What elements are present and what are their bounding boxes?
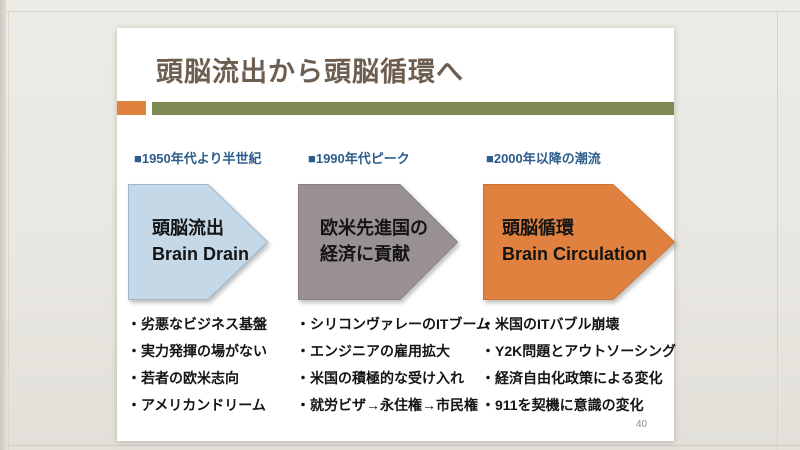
divider-orange-block bbox=[117, 101, 146, 115]
presentation-slide: 頭脳流出から頭脳循環へ ■1950年代より半世紀 ■1990年代ピーク ■200… bbox=[117, 28, 676, 441]
right-arrow-icon bbox=[298, 184, 459, 300]
frame-top-line bbox=[0, 11, 800, 12]
arrow-label-line: 経済に貢献 bbox=[320, 244, 410, 264]
divider-olive-bar bbox=[152, 102, 674, 115]
bullet-item: ・実力発揮の場がない bbox=[127, 343, 267, 359]
right-arrow-icon bbox=[128, 184, 269, 300]
arrow-label-line: 頭脳流出 bbox=[152, 218, 224, 239]
bullet-item: ・就労ビザ→永住権→市民権 bbox=[296, 397, 478, 413]
bullet-item: ・米国の積極的な受け入れ bbox=[296, 370, 464, 386]
arrow-shape-contribution: 欧米先進国の 経済に貢献 bbox=[298, 184, 459, 300]
frame-left-shadow bbox=[0, 0, 6, 450]
slide-title: 頭脳流出から頭脳循環へ bbox=[156, 57, 464, 87]
arrow-label-contribution: 欧米先進国の 経済に貢献 bbox=[320, 184, 428, 300]
bullet-item: ・アメリカンドリーム bbox=[127, 397, 266, 413]
arrow-label-line: Brain Drain bbox=[152, 244, 250, 264]
bullet-item: ・米国のITバブル崩壊 bbox=[481, 316, 620, 332]
bullet-item: ・エンジニアの雇用拡大 bbox=[296, 343, 450, 359]
arrow-label-line: 頭脳循環 bbox=[502, 218, 574, 239]
frame-left-line bbox=[8, 11, 9, 450]
bullet-item: ・Y2K問題とアウトソーシング bbox=[481, 343, 676, 359]
bullet-item: ・911を契機に意識の変化 bbox=[481, 397, 644, 413]
frame-right-line bbox=[777, 11, 778, 450]
column-header-2000s: ■2000年以降の潮流 bbox=[486, 151, 601, 166]
bullet-item: ・経済自由化政策による変化 bbox=[481, 370, 663, 386]
bullet-list-brain-drain: ・劣悪なビジネス基盤 ・実力発揮の場がない ・若者の欧米志向 ・アメリカンドリー… bbox=[127, 311, 267, 419]
bullet-item: ・シリコンヴァレーのITブーム bbox=[296, 316, 491, 332]
arrow-shape-brain-circulation: 頭脳循環 Brain Circulation bbox=[483, 184, 676, 300]
bullet-list-brain-circulation: ・米国のITバブル崩壊 ・Y2K問題とアウトソーシング ・経済自由化政策による変… bbox=[481, 311, 676, 419]
column-header-1950s: ■1950年代より半世紀 bbox=[134, 151, 262, 166]
bullet-item: ・劣悪なビジネス基盤 bbox=[127, 316, 267, 332]
arrow-shape-brain-drain: 頭脳流出 Brain Drain bbox=[128, 184, 269, 300]
right-arrow-icon bbox=[483, 184, 676, 300]
arrow-label-brain-drain: 頭脳流出 Brain Drain bbox=[152, 184, 249, 300]
frame-bottom-line bbox=[0, 445, 800, 446]
arrow-label-brain-circulation: 頭脳循環 Brain Circulation bbox=[502, 184, 647, 300]
page-number: 40 bbox=[636, 419, 648, 430]
column-header-1990s: ■1990年代ピーク bbox=[308, 151, 410, 166]
bullet-item: ・若者の欧米志向 bbox=[127, 370, 239, 386]
arrow-label-line: Brain Circulation bbox=[502, 244, 648, 264]
bullet-list-contribution: ・シリコンヴァレーのITブーム ・エンジニアの雇用拡大 ・米国の積極的な受け入れ… bbox=[296, 311, 490, 419]
arrow-label-line: 欧米先進国の bbox=[320, 218, 428, 239]
